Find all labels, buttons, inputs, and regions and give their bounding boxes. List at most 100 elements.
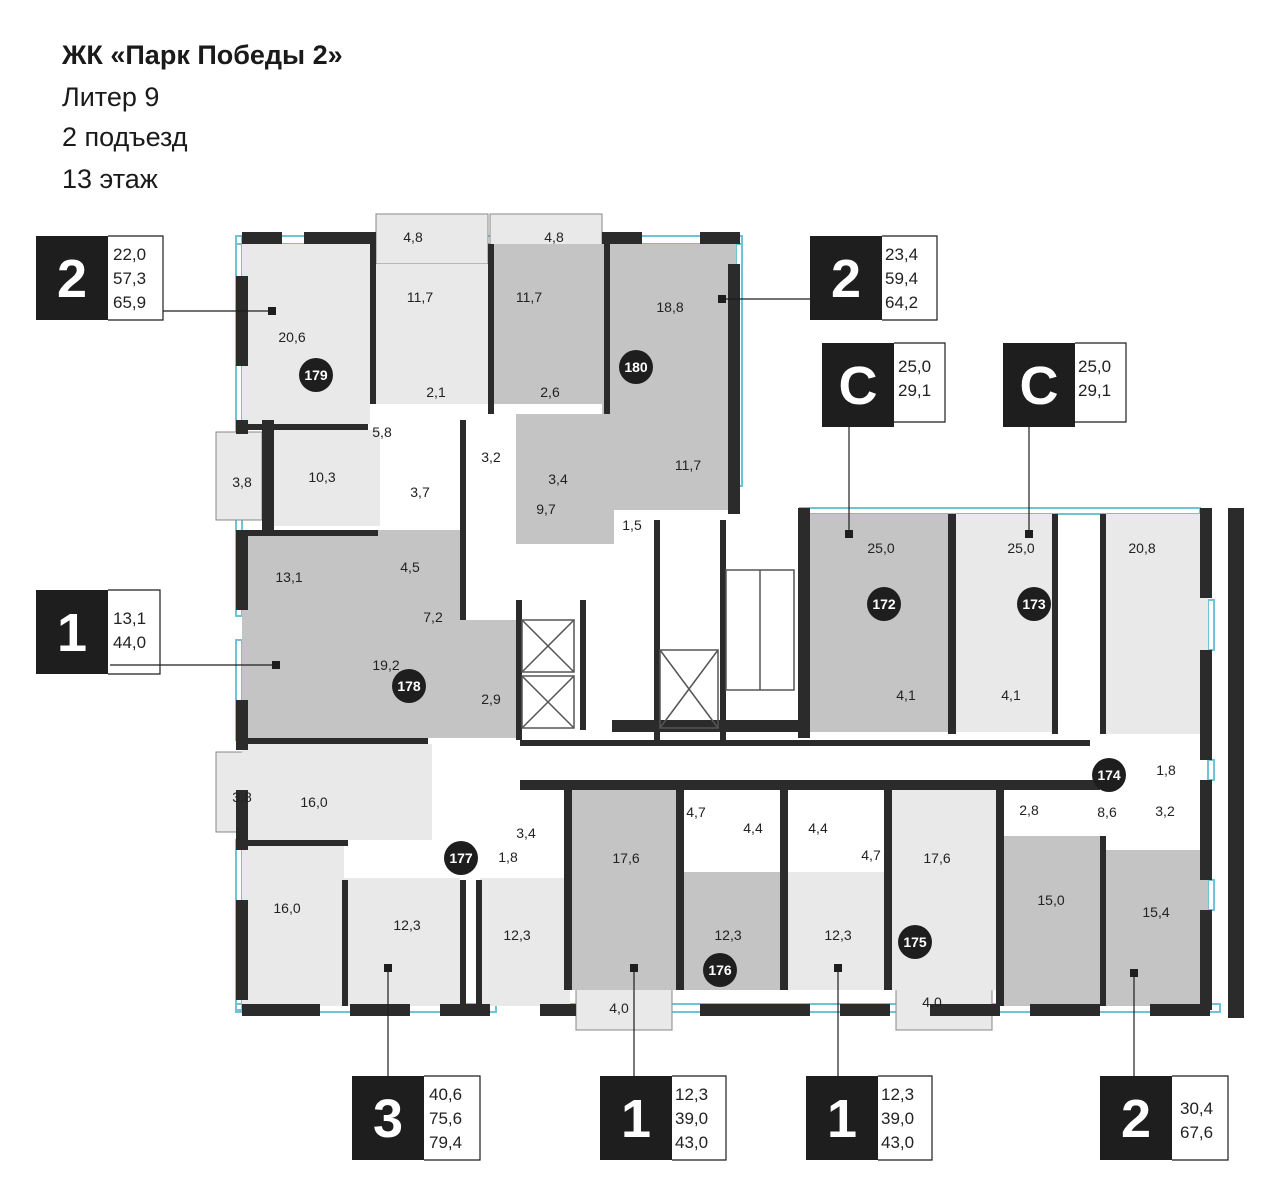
room-count: 2 — [57, 249, 87, 309]
room-area: 4,8 — [403, 229, 423, 245]
walls — [236, 232, 1244, 1018]
room-count: 2 — [831, 249, 861, 309]
room-area: 9,7 — [536, 501, 556, 517]
floor-label: 13 этаж — [62, 164, 158, 194]
room-area: 8,6 — [1097, 804, 1117, 820]
room-area: 3,4 — [516, 825, 536, 841]
area-value: 59,4 — [885, 269, 918, 288]
entrance-label: 2 подъезд — [62, 122, 188, 152]
apartment-number: 172 — [872, 596, 896, 612]
room-count: 1 — [827, 1089, 857, 1149]
room-area: 7,2 — [423, 609, 443, 625]
room-count: С — [1020, 356, 1059, 416]
room-area: 3,4 — [548, 471, 568, 487]
area-value: 23,4 — [885, 245, 918, 264]
apartment-badges: 179 180 172 173 178 177 176 175 174 — [299, 350, 1126, 987]
room-area: 4,7 — [861, 847, 881, 863]
apartment-number: 180 — [624, 359, 648, 375]
room-area: 2,1 — [426, 384, 446, 400]
room-area: 5,8 — [372, 424, 392, 440]
area-value: 40,6 — [429, 1085, 462, 1104]
room-area: 10,3 — [308, 469, 335, 485]
liter-label: Литер 9 — [62, 82, 160, 112]
room-count: 3 — [373, 1089, 403, 1149]
room-area: 12,3 — [714, 927, 741, 943]
room-labels: 4,8 4,8 20,6 11,7 11,7 18,8 2,1 2,6 5,8 … — [232, 229, 1176, 1016]
apartment-number: 174 — [1097, 767, 1121, 783]
room-area: 1,5 — [622, 517, 642, 533]
area-value: 79,4 — [429, 1133, 462, 1152]
room-area: 15,0 — [1037, 892, 1064, 908]
apartment-number: 177 — [449, 850, 473, 866]
area-value: 44,0 — [113, 633, 146, 652]
room-area: 20,6 — [278, 329, 305, 345]
room-area: 3,2 — [481, 449, 501, 465]
room-area: 17,6 — [923, 850, 950, 866]
room-area: 3,7 — [410, 484, 430, 500]
room-area: 2,8 — [1019, 802, 1039, 818]
area-value: 25,0 — [898, 357, 931, 376]
callout-178: 1 13,1 44,0 — [36, 589, 161, 675]
room-area: 4,4 — [808, 820, 828, 836]
room-area: 2,9 — [481, 691, 501, 707]
rooms-light — [242, 244, 1208, 1006]
area-value: 29,1 — [898, 381, 931, 400]
area-value: 43,0 — [881, 1133, 914, 1152]
area-value: 64,2 — [885, 293, 918, 312]
room-area: 4,5 — [400, 559, 420, 575]
apartment-number: 173 — [1022, 596, 1046, 612]
room-count: 1 — [57, 603, 87, 663]
room-area: 11,7 — [516, 289, 542, 305]
room-area: 12,3 — [503, 927, 530, 943]
room-area: 4,1 — [896, 687, 916, 703]
room-area: 12,3 — [393, 917, 420, 933]
room-area: 15,4 — [1142, 904, 1169, 920]
room-area: 4,1 — [1001, 687, 1021, 703]
complex-title: ЖК «Парк Победы 2» — [62, 40, 343, 70]
callout-176: 1 12,3 39,0 43,0 — [600, 1075, 727, 1161]
room-area: 11,7 — [675, 457, 701, 473]
area-value: 39,0 — [675, 1109, 708, 1128]
area-value: 75,6 — [429, 1109, 462, 1128]
area-value: 22,0 — [113, 245, 146, 264]
room-area: 12,3 — [824, 927, 851, 943]
room-area: 3,2 — [1155, 803, 1175, 819]
room-area: 3,8 — [232, 474, 252, 490]
room-area: 1,8 — [498, 849, 518, 865]
area-value: 67,6 — [1180, 1123, 1213, 1142]
room-area: 4,0 — [609, 1000, 629, 1016]
area-value: 43,0 — [675, 1133, 708, 1152]
area-value: 29,1 — [1078, 381, 1111, 400]
room-area: 25,0 — [1007, 540, 1034, 556]
area-value: 65,9 — [113, 293, 146, 312]
room-count: 2 — [1121, 1089, 1151, 1149]
callout-173: С 25,0 29,1 — [1003, 342, 1127, 427]
room-area: 2,6 — [540, 384, 560, 400]
rooms-dark — [242, 244, 1208, 1006]
room-area: 3,8 — [232, 789, 252, 805]
room-area: 18,8 — [656, 299, 683, 315]
area-value: 12,3 — [881, 1085, 914, 1104]
room-area: 11,7 — [407, 289, 433, 305]
apartment-number: 175 — [903, 934, 927, 950]
room-area: 4,0 — [922, 994, 942, 1010]
callout-174: 2 30,4 67,6 — [1100, 1075, 1229, 1161]
room-area: 25,0 — [867, 540, 894, 556]
apartment-number: 178 — [397, 678, 421, 694]
area-value: 39,0 — [881, 1109, 914, 1128]
room-area: 13,1 — [275, 569, 302, 585]
callout-175: 1 12,3 39,0 43,0 — [806, 1075, 933, 1161]
callout-177: 3 40,6 75,6 79,4 — [352, 1075, 481, 1161]
room-count: С — [839, 356, 878, 416]
callout-179: 2 22,0 57,3 65,9 — [36, 235, 164, 321]
room-area: 20,8 — [1128, 540, 1155, 556]
core — [521, 569, 795, 729]
area-value: 57,3 — [113, 269, 146, 288]
apartment-number: 176 — [708, 962, 732, 978]
area-value: 25,0 — [1078, 357, 1111, 376]
room-area: 16,0 — [300, 794, 327, 810]
room-area: 4,8 — [544, 229, 564, 245]
area-value: 13,1 — [113, 609, 146, 628]
room-area: 19,2 — [372, 657, 399, 673]
